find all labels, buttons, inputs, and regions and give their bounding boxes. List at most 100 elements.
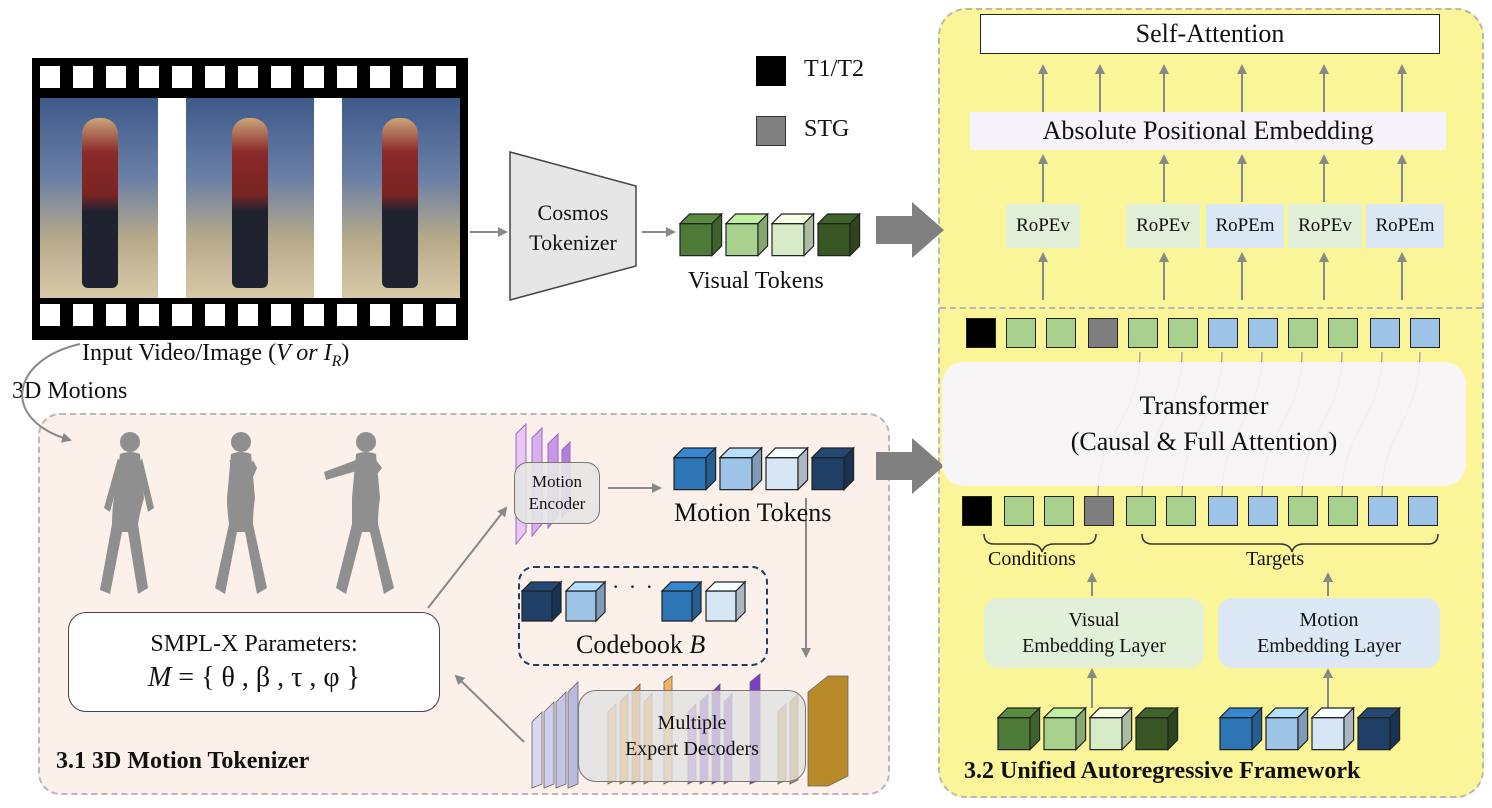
motion-tokens-label: Motion Tokens (674, 498, 832, 527)
film-sprocket-hole (403, 66, 423, 88)
sequence-token (1208, 496, 1238, 526)
film-sprocket-hole (304, 304, 324, 326)
film-sprocket-hole (238, 304, 258, 326)
arrow-smplx-to-encoder (427, 506, 508, 609)
smplx-formula: M = { θ , β , τ , φ } (147, 661, 361, 693)
arrow-decoders-to-smplx (454, 674, 525, 743)
cosmos-tokenizer-shape (509, 151, 637, 301)
input-motion-cube (1218, 706, 1264, 752)
sequence-token (1368, 496, 1398, 526)
sequence-token (1044, 496, 1074, 526)
sequence-token (1084, 496, 1114, 526)
section-31-label: 3.1 3D Motion Tokenizer (56, 748, 310, 774)
arrows-tokens-to-rope (1038, 252, 1407, 300)
codebook-cube (660, 580, 703, 623)
rope-item-5: RoPEm (1366, 204, 1444, 248)
big-arrow-visual (876, 202, 944, 258)
film-sprocket-hole (403, 304, 423, 326)
motion-token-cube (718, 446, 764, 492)
input-motion-cube (1264, 706, 1310, 752)
film-sprocket-hole (172, 66, 192, 88)
arrow-3d-motions (21, 343, 81, 443)
sequence-token (1408, 496, 1438, 526)
codebook-label: Codebook B (576, 630, 706, 659)
film-sprocket-hole (73, 304, 93, 326)
sequence-token (1006, 318, 1036, 348)
mesh-figure-3 (324, 432, 394, 594)
input-visual-cube (1088, 706, 1134, 752)
film-sprocket-hole (271, 66, 291, 88)
film-sprocket-hole (304, 66, 324, 88)
sequence-token (1126, 496, 1156, 526)
film-sprocket-hole (172, 304, 192, 326)
motion-token-cube (810, 446, 856, 492)
film-sprocket-hole (73, 66, 93, 88)
targets-label: Targets (1246, 548, 1305, 570)
video-frame-3 (342, 98, 460, 298)
film-sprocket-hole (40, 66, 60, 88)
film-sprocket-hole (238, 66, 258, 88)
motion-token-cube (764, 446, 810, 492)
input-visual-cube (1134, 706, 1180, 752)
rope-item-1: RoPEv (1006, 204, 1080, 248)
sequence-token (1088, 318, 1118, 348)
video-frame-1 (40, 98, 158, 298)
film-sprocket-hole (205, 304, 225, 326)
arrows-ape-to-selfattn (1038, 64, 1407, 112)
sequence-token (1166, 496, 1196, 526)
rope-item-3: RoPEm (1206, 204, 1284, 248)
self-attention-box: Self-Attention (980, 14, 1440, 54)
sequence-token (1288, 496, 1318, 526)
film-sprocket-hole (337, 304, 357, 326)
section-32-label: 3.2 Unified Autoregressive Framework (964, 758, 1361, 784)
visual-token-cube (816, 212, 862, 258)
conditions-label: Conditions (988, 548, 1076, 570)
absolute-positional-embedding-box: Absolute Positional Embedding (970, 112, 1446, 150)
rope-item-4: RoPEv (1288, 204, 1362, 248)
film-sprocket-hole (106, 304, 126, 326)
input-caption: Input Video/Image (V or IR) (82, 340, 350, 370)
film-sprocket-hole (370, 66, 390, 88)
codebook-cube (564, 580, 607, 623)
smplx-parameters-box: SMPL-X Parameters: M = { θ , β , τ , φ } (68, 612, 440, 712)
human-mesh-figures (100, 432, 394, 594)
legend-swatch-t1t2 (756, 56, 786, 86)
input-video-filmstrip (32, 58, 468, 340)
film-sprocket-hole (106, 66, 126, 88)
input-motion-cube (1310, 706, 1356, 752)
sequence-token (1004, 496, 1034, 526)
conditions-bracket (983, 533, 1097, 553)
sequence-token (1288, 318, 1318, 348)
film-sprocket-hole (139, 66, 159, 88)
sequence-token (1248, 496, 1278, 526)
sequence-token (1370, 318, 1400, 348)
legend-label-t1t2: T1/T2 (804, 56, 864, 82)
smplx-title: SMPL-X Parameters: (150, 630, 358, 657)
film-sprocket-hole (205, 66, 225, 88)
targets-bracket (1141, 533, 1439, 553)
codebook-box (518, 566, 768, 666)
visual-token-cube (678, 212, 724, 258)
codebook-cube (704, 580, 747, 623)
sequence-token (1046, 318, 1076, 348)
motion-token-cube (672, 446, 718, 492)
panel-divider (940, 307, 1482, 309)
film-sprocket-hole (370, 304, 390, 326)
sequence-token (1328, 318, 1358, 348)
film-sprocket-hole (337, 66, 357, 88)
sequence-token (1128, 318, 1158, 348)
sequence-token (962, 496, 992, 526)
visual-token-cube (770, 212, 816, 258)
transformer-box: Transformer(Causal & Full Attention) (942, 362, 1466, 486)
mesh-figure-1 (100, 432, 154, 594)
sequence-token (1208, 318, 1238, 348)
sequence-token (1328, 496, 1358, 526)
input-visual-cube (1042, 706, 1088, 752)
sequence-token (966, 318, 996, 348)
